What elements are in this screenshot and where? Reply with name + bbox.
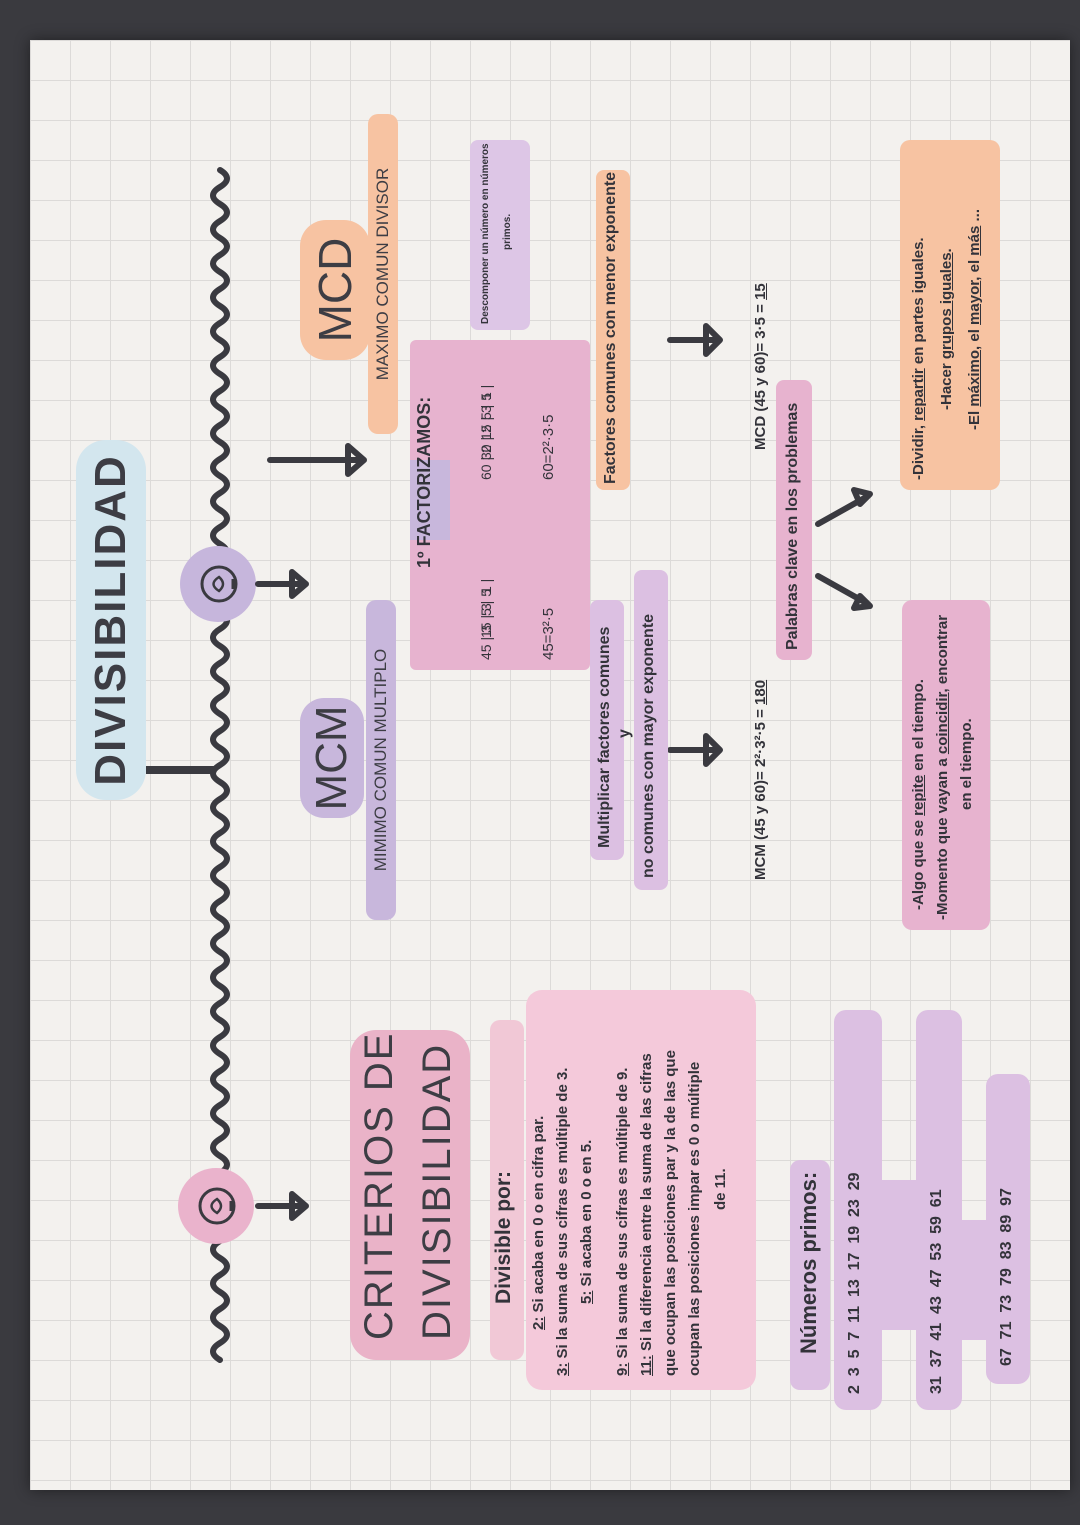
factor-45-result: 45=3²·5	[540, 607, 557, 660]
rule-5: 5: Si acaba en 0 o en 5.	[578, 1140, 595, 1304]
mcm-result-prefix: MCM (45 y 60)= 2²·3²·5 =	[752, 704, 769, 880]
clave-mcd-b-pre: -Hacer	[938, 359, 955, 410]
mcd-result-prefix: MCD (45 y 60)= 3·5 =	[752, 299, 769, 450]
mcm-title: MCM	[300, 698, 364, 818]
rule-9-text: Si la suma de sus cifras es múltiple de …	[614, 1067, 631, 1363]
criterios-title-line1: CRITERIOS DE	[357, 1031, 401, 1340]
mcd-rule: Factores comunes con menor exponente	[602, 171, 619, 484]
criterios-title-line2: DIVISIBILIDAD	[415, 1042, 459, 1340]
clave-mcd-c-mid1: , el	[966, 324, 983, 350]
clave-mcm-b-post: , encontrar	[934, 614, 951, 693]
clave-mcd-c-mid2: , el	[966, 255, 983, 281]
notebook-page: DIVISIBILIDAD CRITERIOS DE DIVISIBILIDAD…	[30, 40, 1070, 1490]
rule-11-a: 11: Si la diferencia entre la suma de la…	[638, 1053, 655, 1376]
primos-block: Números primos: 2 3 5 7 11 13 17 19 23 2…	[790, 990, 1030, 1410]
mcd-subtitle: MAXIMO COMUN DIVISOR	[368, 114, 398, 434]
factor-note-a: Descomponer un número en números	[480, 143, 491, 324]
clave-mcd-c-post: ...	[966, 209, 983, 226]
rule-11-d: de 11.	[712, 1168, 729, 1210]
wavy-timeline	[210, 167, 230, 1363]
clave-mcm-a-post: en el tiempo.	[910, 679, 927, 775]
factorizamos-heading: 1º FACTORIZAMOS:	[414, 396, 434, 568]
mcm-rule-a: Multiplicar factores comunes	[596, 626, 613, 848]
criterios-title: CRITERIOS DE DIVISIBILIDAD	[350, 1030, 470, 1360]
clave-mcd-a-pre: -Dividir,	[910, 420, 927, 480]
clave-mcm-a-pre: -Algo que se	[910, 815, 927, 910]
rule-5-text: Si acaba en 0 o en 5.	[578, 1139, 595, 1291]
bulb-head-icon	[180, 546, 256, 622]
mcm-rule-b: no comunes con mayor exponente	[640, 613, 657, 878]
clave-mcd-c-u1: máximo	[966, 349, 983, 407]
factor-note: Descomponer un número en números primos.	[470, 140, 530, 330]
clave-mcm-a-u: repite	[910, 774, 927, 816]
clave-mcd-b: -Hacer grupos iguales.	[938, 248, 955, 410]
primos-row-3: 67 71 73 79 83 89 97	[998, 1188, 1015, 1366]
mcd-title: MCD	[300, 220, 370, 360]
divisible-block: Divisible por: 2: Si acaba en 0 o en cif…	[486, 990, 756, 1390]
rule-11-c: ocupan las posiciones impar es 0 o múlti…	[686, 1061, 703, 1376]
mcm-rule-y: y	[616, 729, 633, 738]
bulb-head-icon	[178, 1168, 254, 1244]
mcm-subtitle: MIMIMO COMUN MULTIPLO	[366, 600, 396, 920]
rule-9: 9: Si la suma de sus cifras es múltiple …	[614, 1068, 631, 1376]
rule-2-text: Si acaba en 0 o en cifra par.	[530, 1115, 547, 1317]
rule-11-b: que ocupan las posiciones par y la de la…	[662, 1050, 679, 1376]
clave-mcm-b-pre: -Momento que vayan a	[934, 754, 951, 920]
clave-mcm-a: -Algo que se repite en el tiempo.	[910, 679, 927, 910]
clave-mcd-b-u: grupos iguales	[938, 252, 955, 360]
mcd-result: MCD (45 y 60)= 3·5 = 15	[752, 283, 769, 450]
divisible-heading: Divisible por:	[492, 1170, 515, 1304]
rule-11-text-a: Si la diferencia entre la suma de las ci…	[638, 1053, 655, 1356]
factor-60-row: 1 |	[478, 384, 494, 400]
rule-5-num: 5:	[578, 1290, 595, 1304]
clave-mcm-b: -Momento que vayan a coincidir, encontra…	[934, 615, 951, 920]
clave-mcd-c-u3: más	[966, 225, 983, 256]
rule-2: 2: Si acaba en 0 o en cifra par.	[530, 1116, 547, 1330]
primos-heading: Números primos:	[796, 1171, 821, 1354]
clave-mcd-a: -Dividir, repartir en partes iguales.	[910, 237, 927, 480]
clave-mcd-c-u2: mayor	[966, 280, 983, 325]
clave-mcm-c: en el tiempo.	[958, 718, 975, 810]
clave-mcd-b-post: .	[938, 248, 955, 253]
rule-11-num: 11:	[638, 1355, 655, 1376]
primos-row-1: 2 3 5 7 11 13 17 19 23 29	[846, 1172, 863, 1394]
mcm-result-value: 180	[752, 679, 769, 705]
clave-mcd-c: -El máximo, el mayor, el más ...	[966, 209, 983, 430]
mcm-result: MCM (45 y 60)= 2²·3²·5 = 180	[752, 680, 769, 880]
factor-60-result: 60=2²·3·5	[540, 414, 557, 480]
clave-mcd-c-pre: -El	[966, 406, 983, 430]
clave-mcd-a-post: en partes iguales.	[910, 237, 927, 369]
factor-45-row: 1 |	[478, 578, 494, 594]
rule-3-text: Si la suma de sus cifras es múltiple de …	[554, 1067, 571, 1363]
primos-row-2: 31 37 41 43 47 53 59 61	[928, 1189, 945, 1394]
rule-2-num: 2:	[530, 1316, 547, 1330]
rule-3-num: 3:	[554, 1362, 571, 1376]
mcd-result-value: 15	[752, 283, 769, 300]
rule-3: 3: Si la suma de sus cifras es múltiple …	[554, 1068, 571, 1376]
clave-heading: Palabras clave en los problemas	[784, 402, 801, 650]
mind-map: DIVISIBILIDAD CRITERIOS DE DIVISIBILIDAD…	[30, 40, 1070, 1490]
clave-mcd-a-u: repartir	[910, 368, 927, 421]
clave-mcm-b-u: coincidir	[934, 692, 951, 755]
rule-9-num: 9:	[614, 1362, 631, 1376]
factor-note-b: primos.	[502, 213, 513, 250]
